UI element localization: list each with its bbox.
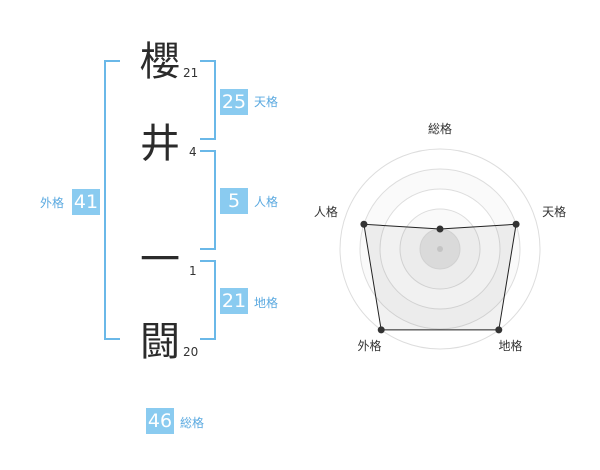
tenkaku-bracket [200,60,216,140]
radar-axis-label-5: 人格 [314,204,338,219]
gaikaku-label: 外格 [40,196,65,210]
jinkaku-badge: 5 [220,188,248,214]
tenkaku-badge: 25 [220,89,248,115]
radar-point-4 [377,326,385,334]
jinkaku-label: 人格 [254,195,279,209]
gaikaku-bracket [104,60,120,340]
radar-point-1 [436,225,444,233]
chikaku-badge: 21 [220,288,248,314]
radar-point-5 [360,220,368,228]
name-char-2: 井 [140,121,180,167]
radar-data-polygon [363,223,517,331]
tenkaku-label: 天格 [254,95,279,109]
stroke-count-2: 4 [189,145,197,159]
name-char-4: 闘 [140,319,180,365]
radar-axis-label-1: 総格 [428,121,452,136]
jinkaku-bracket [200,150,216,250]
chikaku-bracket [200,260,216,340]
name-char-3: 一 [140,237,180,283]
stroke-count-4: 20 [183,345,199,359]
radar-axis-label-3: 地格 [499,338,523,353]
stroke-count-1: 21 [183,66,199,80]
soukaku-label: 総格 [180,416,205,430]
chikaku-label: 地格 [254,296,279,310]
name-char-1: 櫻 [140,39,180,85]
stroke-count-3: 1 [189,264,197,278]
radar-point-2 [512,220,520,228]
radar-center [437,246,443,252]
gaikaku-badge: 41 [72,189,100,215]
radar-axis-label-2: 天格 [542,204,566,219]
radar-axis-label-4: 外格 [357,338,381,353]
soukaku-badge: 46 [146,408,174,434]
radar-point-3 [495,326,503,334]
